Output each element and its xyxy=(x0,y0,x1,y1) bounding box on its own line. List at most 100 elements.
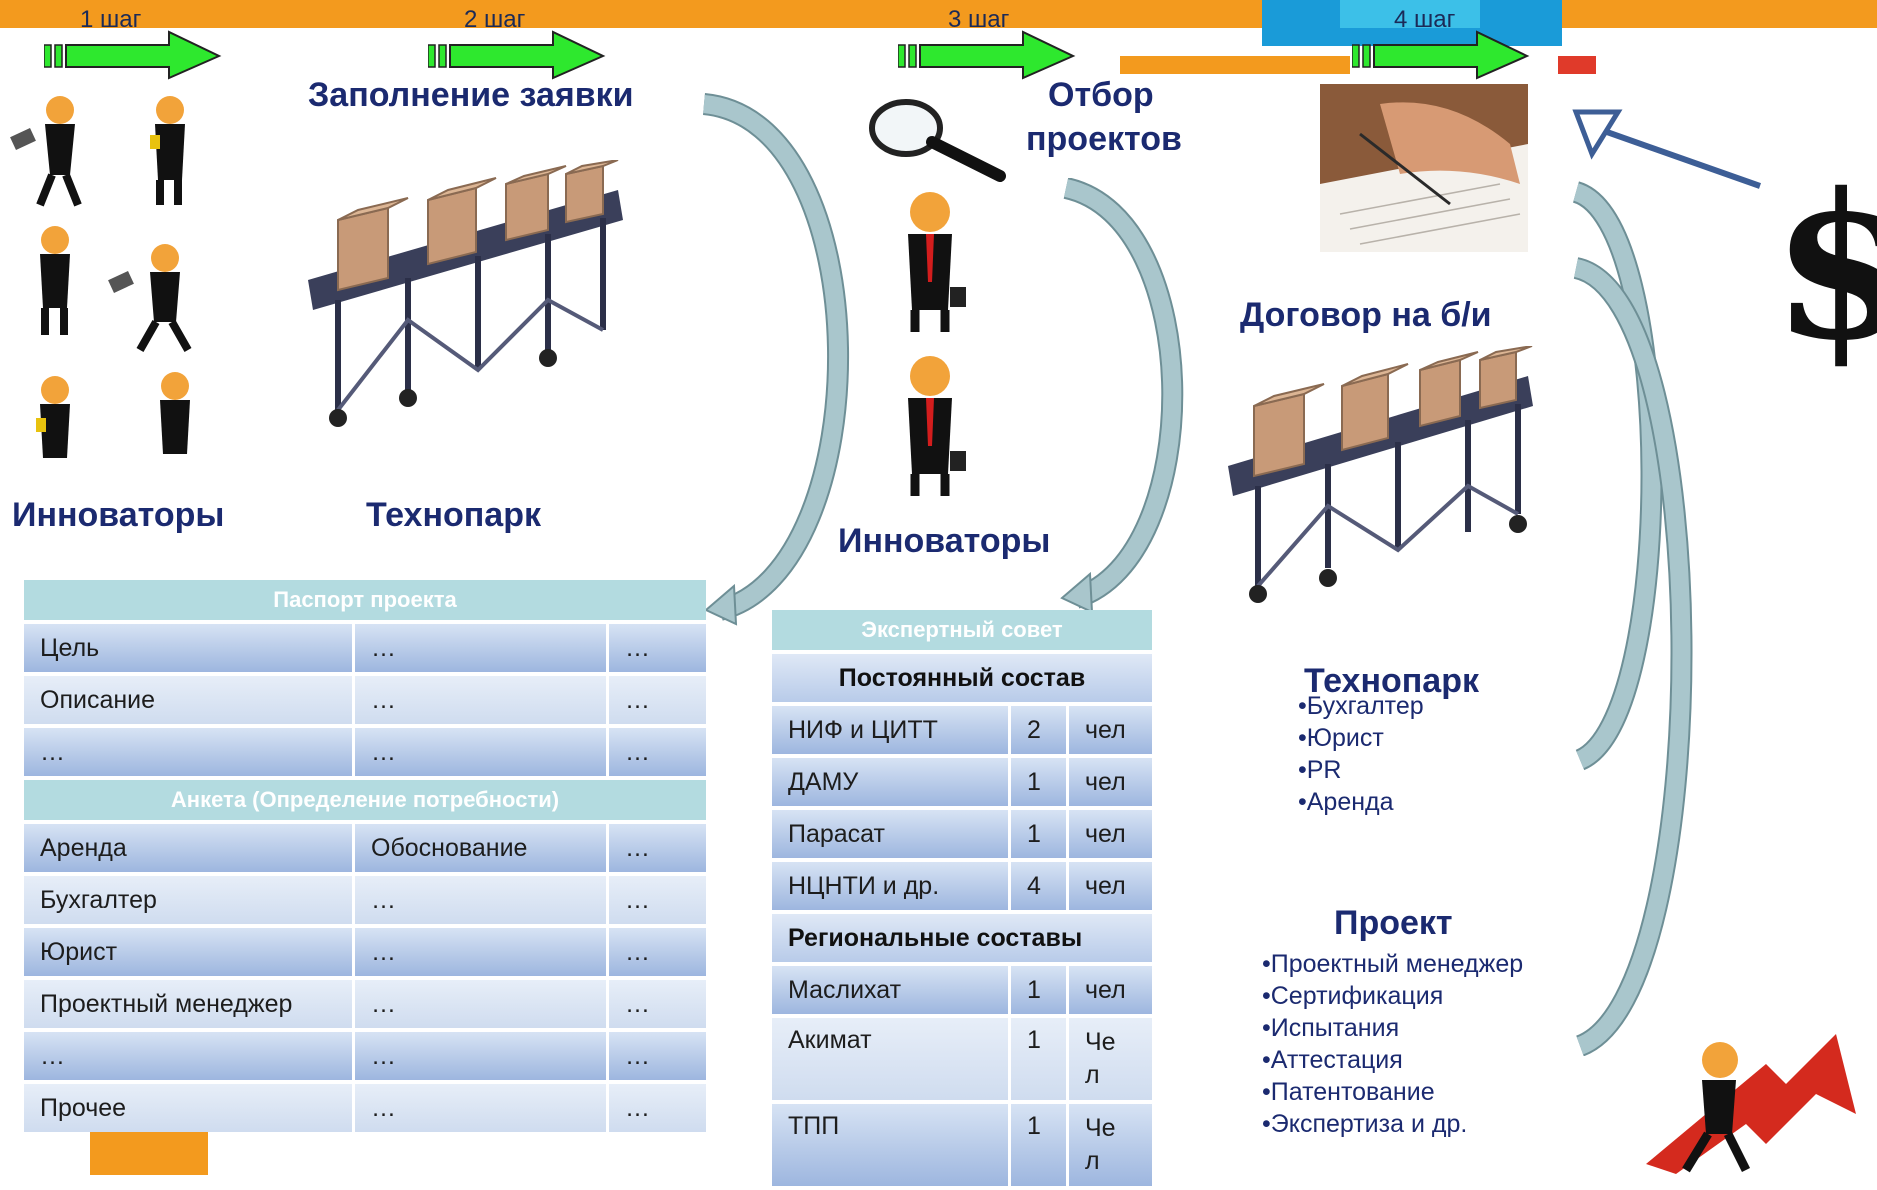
step-1-arrow-icon xyxy=(44,30,222,80)
innovators-heading-left: Инноваторы xyxy=(12,496,225,534)
table-cell: … xyxy=(352,728,606,776)
permanent-subheader: Постоянный состав xyxy=(772,654,1152,702)
table-cell: … xyxy=(24,728,352,776)
table-cell: Описание xyxy=(24,676,352,724)
table-cell: 4 xyxy=(1008,862,1066,910)
conveyor-left-image xyxy=(308,160,623,427)
contract-heading: Договор на б/и xyxy=(1240,296,1492,334)
table-cell: Бухгалтер xyxy=(24,876,352,924)
dollar-icon: $ xyxy=(1772,150,1877,385)
table-cell: … xyxy=(606,824,706,872)
expert-council-table: Экспертный совет Постоянный состав НИФ и… xyxy=(772,606,1152,1190)
table-cell: 2 xyxy=(1008,706,1066,754)
list-item: •Испытания xyxy=(1262,1014,1400,1042)
table-cell: … xyxy=(606,1084,706,1132)
fill-application-heading: Заполнение заявки xyxy=(308,76,634,114)
innovators-heading-mid: Инноваторы xyxy=(838,522,1051,560)
table-cell: ДАМУ xyxy=(772,758,1008,806)
top-banner xyxy=(0,0,1877,28)
list-item: •Проектный менеджер xyxy=(1262,950,1524,978)
table-cell: Че л xyxy=(1066,1018,1152,1100)
technopark-heading-right: Технопарк xyxy=(1304,662,1479,700)
curve-arrow-4-icon xyxy=(1572,257,1693,1056)
regional-subheader: Региональные составы xyxy=(772,914,1152,962)
table-cell: … xyxy=(606,1032,706,1080)
table-cell: Парасат xyxy=(772,810,1008,858)
table-cell: НИФ и ЦИТТ xyxy=(772,706,1008,754)
table-cell: 1 xyxy=(1008,758,1066,806)
project-heading: Проект xyxy=(1334,904,1453,942)
table-cell: Че л xyxy=(1066,1104,1152,1186)
table-cell: Прочее xyxy=(24,1084,352,1132)
list-item: •Экспертиза и др. xyxy=(1262,1110,1468,1138)
curve-arrow-1-icon xyxy=(702,93,850,626)
technopark-services-list: •Бухгалтер •Юрист •PR •Аренда xyxy=(1298,690,1424,818)
footer-orange-block xyxy=(90,1130,208,1175)
table-cell: … xyxy=(606,676,706,724)
table-cell: … xyxy=(606,876,706,924)
step-4-arrow-icon xyxy=(1352,30,1530,80)
banner-cyan-block xyxy=(1340,0,1480,28)
table-cell: Акимат xyxy=(772,1018,1008,1100)
table-cell: … xyxy=(352,676,606,724)
table-cell: чел xyxy=(1066,966,1152,1014)
banner-right-strip xyxy=(1640,0,1837,20)
innovators-mid-figures-icon xyxy=(908,192,966,496)
growth-arrow-icon xyxy=(1646,1034,1856,1174)
innovators-figures-icon xyxy=(10,96,192,458)
step-1-label: 1 шаг xyxy=(80,6,142,33)
step-4-label: 4 шаг xyxy=(1394,6,1456,33)
table-cell: Цель xyxy=(24,624,352,672)
project-services-list: •Проектный менеджер •Сертификация •Испыт… xyxy=(1262,948,1523,1140)
table-cell: НЦНТИ и др. xyxy=(772,862,1008,910)
expert-header: Экспертный совет xyxy=(772,610,1152,650)
conveyor-right-image xyxy=(1228,346,1533,603)
payment-arrow-icon xyxy=(1572,109,1761,189)
passport-table: Паспорт проекта Цель…… Описание…… ……… Ан… xyxy=(24,576,706,1136)
contract-photo-image xyxy=(1320,84,1528,252)
table-cell: 1 xyxy=(1008,966,1066,1014)
table-cell: Маслихат xyxy=(772,966,1008,1014)
table-cell: ТПП xyxy=(772,1104,1008,1186)
table-cell: Юрист xyxy=(24,928,352,976)
table-cell: чел xyxy=(1066,758,1152,806)
step-3-label: 3 шаг xyxy=(948,6,1010,33)
table-cell: чел xyxy=(1066,862,1152,910)
table-cell: 1 xyxy=(1008,1104,1066,1186)
list-item: •PR xyxy=(1298,756,1342,784)
passport-header: Паспорт проекта xyxy=(24,580,706,620)
table-cell: … xyxy=(24,1032,352,1080)
table-cell: чел xyxy=(1066,810,1152,858)
table-cell: … xyxy=(352,1084,606,1132)
step-3-arrow-icon xyxy=(898,30,1076,80)
table-cell: … xyxy=(352,980,606,1028)
table-cell: чел xyxy=(1066,706,1152,754)
table-cell: Проектный менеджер xyxy=(24,980,352,1028)
magnifier-icon xyxy=(869,99,1006,182)
list-item: •Патентование xyxy=(1262,1078,1435,1106)
table-cell: … xyxy=(606,980,706,1028)
table-cell: … xyxy=(606,624,706,672)
technopark-heading-left: Технопарк xyxy=(366,496,541,534)
list-item: •Аренда xyxy=(1298,788,1394,816)
step-2-label: 2 шаг xyxy=(464,6,526,33)
selection-heading-line2: проектов xyxy=(1026,120,1182,158)
table-cell: … xyxy=(352,624,606,672)
banner-red-block xyxy=(1558,56,1596,74)
table-cell: Обоснование xyxy=(352,824,606,872)
step-2-arrow-icon xyxy=(428,30,606,80)
table-cell: Аренда xyxy=(24,824,352,872)
banner-orange-strip xyxy=(1120,56,1350,74)
list-item: •Сертификация xyxy=(1262,982,1444,1010)
list-item: •Юрист xyxy=(1298,724,1384,752)
table-cell: … xyxy=(606,928,706,976)
table-cell: … xyxy=(352,928,606,976)
curve-arrow-2-icon xyxy=(1060,178,1184,614)
table-cell: 1 xyxy=(1008,810,1066,858)
table-cell: 1 xyxy=(1008,1018,1066,1100)
table-cell: … xyxy=(606,728,706,776)
questionnaire-header: Анкета (Определение потребности) xyxy=(24,780,706,820)
list-item: •Аттестация xyxy=(1262,1046,1403,1074)
list-item: •Бухгалтер xyxy=(1298,692,1424,720)
table-cell: … xyxy=(352,1032,606,1080)
